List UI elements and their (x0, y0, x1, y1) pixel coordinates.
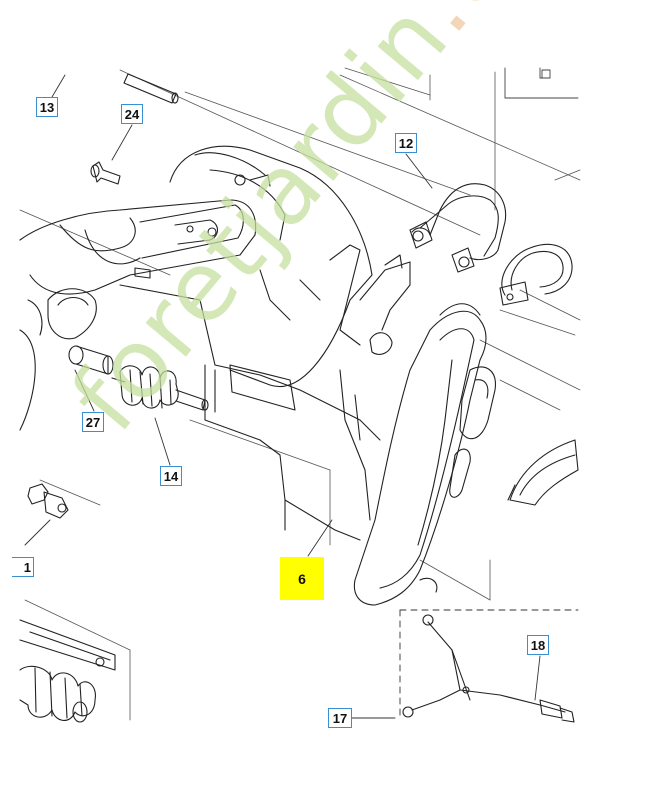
corner-bracket-box (504, 67, 579, 99)
front-cover (353, 303, 487, 606)
part-1-bolt (27, 483, 69, 519)
callout-27: 27 (82, 412, 104, 432)
part-17-cable-assembly (402, 614, 575, 723)
right-handle-fragment (507, 439, 579, 506)
left-grip-knob (47, 288, 97, 340)
left-handle (19, 199, 257, 295)
callout-18: 18 (527, 635, 549, 655)
assembly-17-bracket (399, 609, 579, 721)
lower-left-plate (19, 619, 116, 671)
callout-12: 12 (395, 133, 417, 153)
callout-14: 14 (160, 466, 182, 486)
callout-24: 24 (121, 104, 143, 124)
side-gasket (459, 366, 496, 440)
top-housing (169, 145, 373, 388)
main-body (119, 244, 381, 541)
part-27-bushing (68, 345, 114, 375)
part-14-spring (111, 365, 209, 411)
ring-clamp (499, 243, 573, 306)
leader-lines (24, 74, 541, 719)
cable-line (19, 299, 43, 431)
callout-6-highlighted: 6 (280, 557, 324, 600)
part-12-clamp (409, 183, 507, 273)
part-24-screw (90, 161, 121, 185)
callout-17: 17 (328, 708, 352, 728)
inner-bracket (359, 254, 411, 355)
callout-13: 13 (36, 97, 58, 117)
lower-left-spring (19, 665, 96, 723)
construction-lines (19, 67, 581, 721)
callout-1: 1 (12, 557, 34, 577)
part-24-pin (123, 73, 179, 104)
